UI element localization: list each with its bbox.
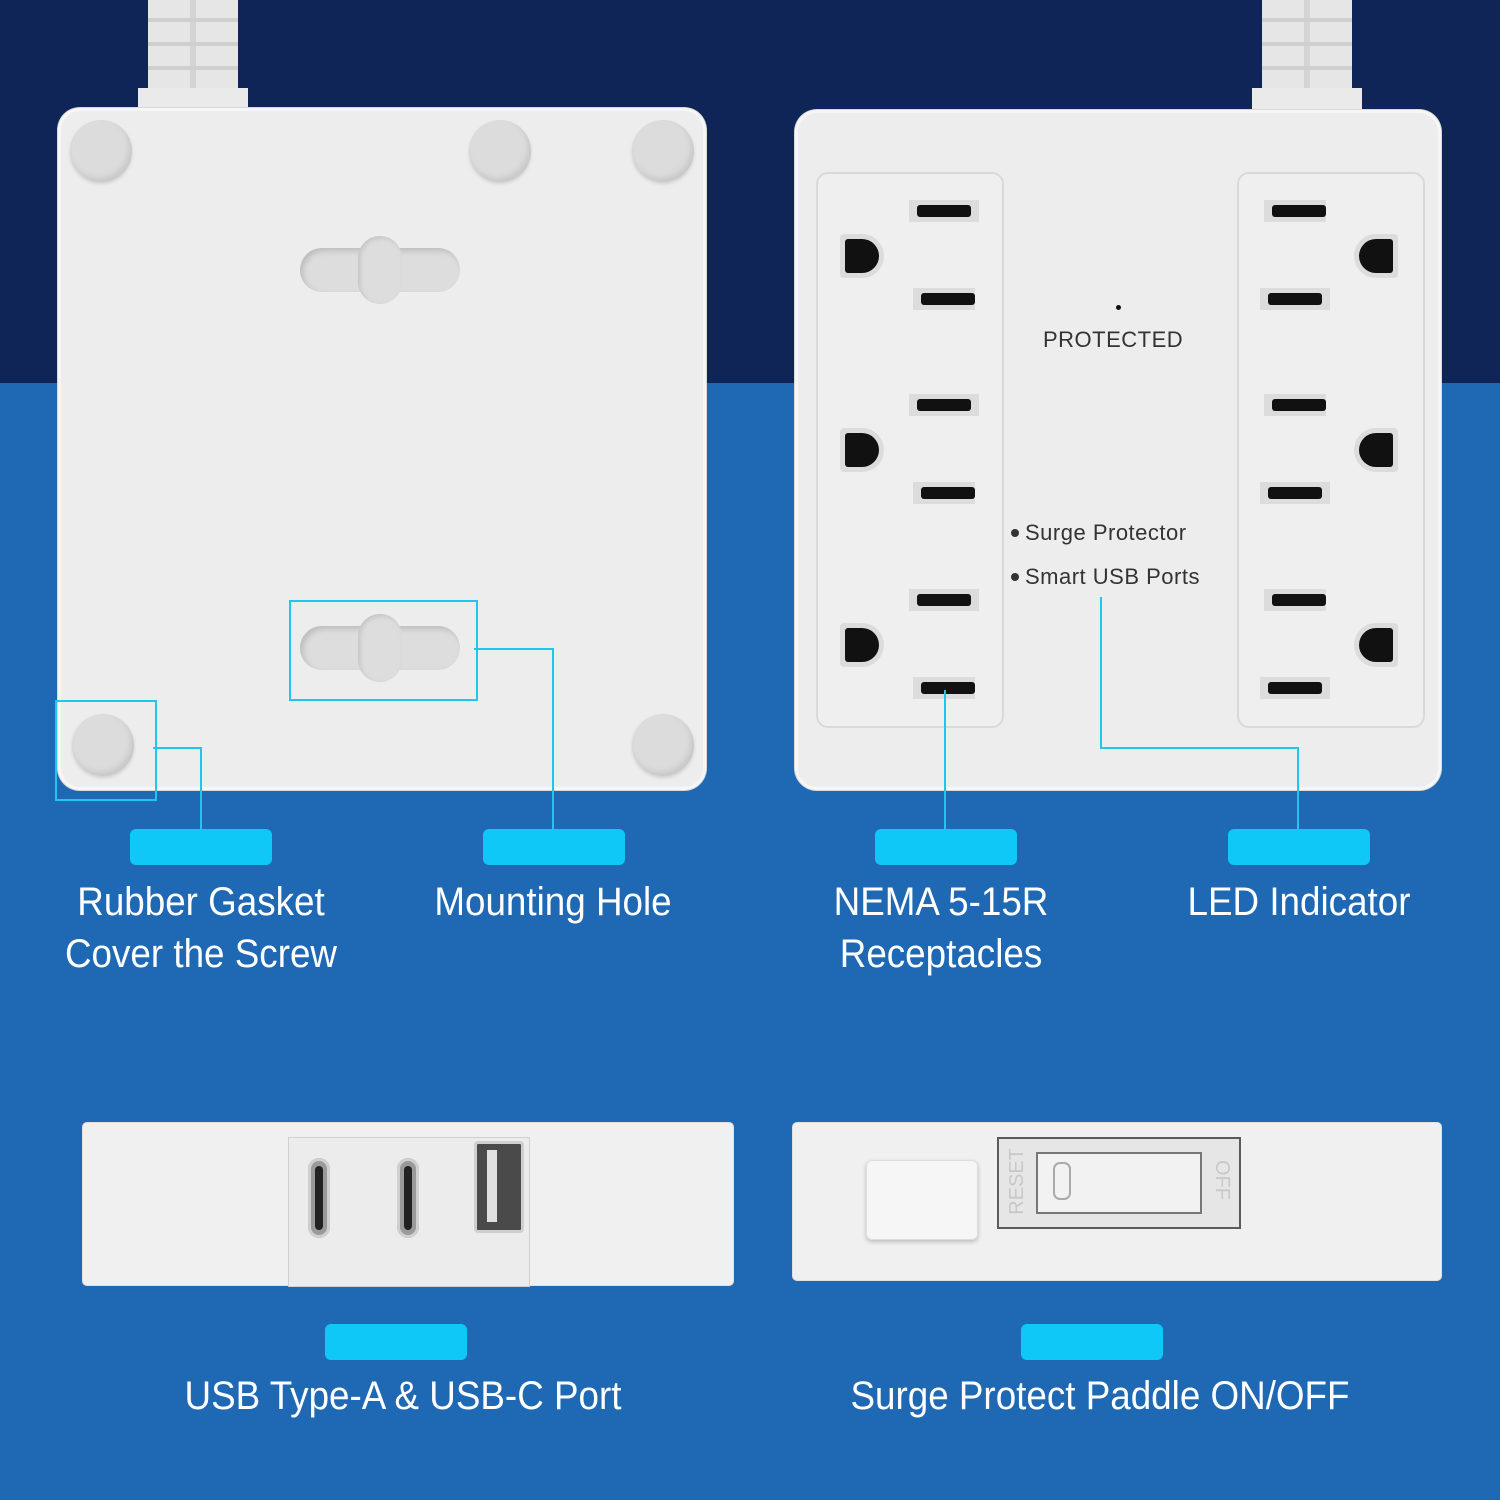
usb-a-port[interactable]: [474, 1141, 524, 1233]
mounting-leader-h: [474, 648, 554, 650]
callout-label-usb: USB Type-A & USB-C Port: [184, 1374, 622, 1418]
mounting-hole-highlight-box: [289, 600, 478, 701]
callout-pill-led: [1228, 829, 1370, 865]
usb-c-port-2[interactable]: [397, 1158, 419, 1238]
rubber-gasket-bottom-left: [72, 714, 134, 776]
usb-c-port-1[interactable]: [308, 1158, 330, 1238]
reset-label: RESET: [1006, 1148, 1028, 1215]
protected-label: PROTECTED: [1043, 327, 1184, 352]
led-leader-v1: [1100, 597, 1102, 749]
mounting-hole-top: [300, 236, 460, 304]
gasket-leader-h: [153, 747, 202, 749]
paddle-indicator-icon: [1053, 1162, 1071, 1200]
feature-smart-usb: Smart USB Ports: [1025, 564, 1200, 589]
rubber-gasket-top-right: [632, 120, 694, 182]
gasket-highlight-box: [55, 700, 157, 801]
mounting-hole-bottom: [300, 614, 460, 682]
callout-label-led: LED Indicator: [1187, 880, 1411, 924]
nema-leader: [944, 690, 946, 830]
led-leader-v2: [1297, 747, 1299, 830]
cord-strain-relief-front: [1252, 88, 1362, 112]
callout-pill-gasket: [130, 829, 272, 865]
mounting-leader-v: [552, 648, 554, 830]
gasket-leader-v: [200, 747, 202, 830]
callout-label-paddle: Surge Protect Paddle ON/OFF: [850, 1374, 1350, 1418]
led-dot-icon: [1116, 305, 1121, 310]
callout-pill-nema: [875, 829, 1017, 865]
callout-pill-usb: [325, 1324, 467, 1360]
reset-button[interactable]: [866, 1160, 978, 1240]
callout-pill-paddle: [1021, 1324, 1163, 1360]
callout-pill-mounting: [483, 829, 625, 865]
bullet-icon: [1011, 573, 1019, 581]
bullet-icon: [1011, 529, 1019, 537]
rubber-gasket-top-left: [70, 120, 132, 182]
rubber-gasket-bottom-right: [632, 714, 694, 776]
feature-surge-protector: Surge Protector: [1025, 520, 1187, 545]
rubber-gasket-top-middle: [469, 120, 531, 182]
power-cord-front: [1262, 0, 1352, 96]
callout-label-mounting: Mounting Hole: [434, 880, 672, 924]
off-label: OFF: [1211, 1160, 1233, 1200]
power-cord-back: [148, 0, 238, 96]
led-leader-h: [1100, 747, 1299, 749]
